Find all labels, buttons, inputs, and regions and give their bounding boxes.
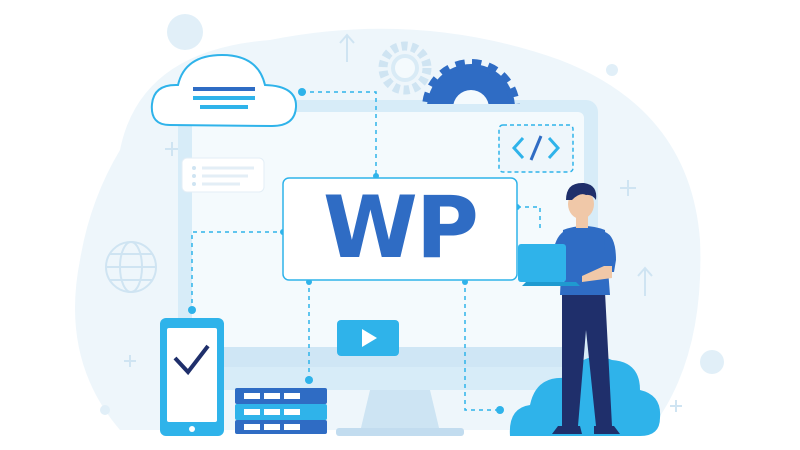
gear-icon: [378, 41, 432, 95]
logo-box: [282, 177, 518, 281]
logo-text: WP: [323, 178, 479, 278]
list-card: [181, 157, 265, 193]
arrow-up-icon: [339, 33, 653, 296]
laptop-icon: [518, 244, 580, 286]
server-icon: [235, 388, 327, 434]
monitor-base: [336, 428, 464, 436]
plus-icon: [124, 142, 682, 412]
person: [518, 182, 620, 434]
connector-dots: [188, 88, 520, 414]
decor-circle: [167, 14, 203, 50]
cloud-icon: [509, 356, 661, 436]
gear-icon: [420, 59, 522, 112]
smartphone: [160, 318, 224, 436]
connector-lines: [191, 91, 541, 411]
code-icon: [498, 124, 574, 173]
checkmark-icon: [173, 344, 210, 376]
decor-circle: [606, 64, 618, 76]
decor-circle: [100, 405, 110, 415]
globe-icon: [105, 241, 157, 293]
play-icon: [337, 320, 399, 356]
cloud-icon: [150, 53, 298, 128]
monitor-stand: [360, 390, 440, 432]
decor-circle: [700, 350, 724, 374]
